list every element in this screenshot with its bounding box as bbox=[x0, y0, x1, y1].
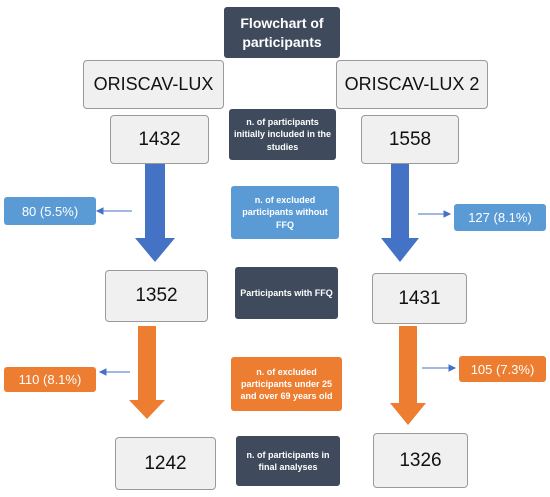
stage-label-final: n. of participants in final analyses bbox=[236, 436, 340, 486]
left-final-count-box: 1242 bbox=[115, 437, 216, 490]
left-ffq-count: 1352 bbox=[135, 285, 178, 306]
left-blue-down-arrow bbox=[135, 163, 175, 262]
left-initial-count: 1432 bbox=[138, 128, 181, 150]
right-initial-count-box: 1558 bbox=[361, 115, 459, 164]
right-final-count-box: 1326 bbox=[373, 433, 468, 488]
right-orange-side-arrow bbox=[422, 364, 457, 372]
exclusion-label-age-text: n. of excluded participants under 25 and… bbox=[240, 366, 333, 402]
left-study-header: ORISCAV-LUX bbox=[83, 60, 224, 109]
stage-label-ffq: Participants with FFQ bbox=[235, 267, 338, 319]
right-excluded-no-ffq: 127 (8.1%) bbox=[468, 210, 532, 225]
right-orange-down-arrow bbox=[390, 326, 426, 425]
right-initial-count: 1558 bbox=[388, 128, 432, 150]
right-ffq-count: 1431 bbox=[398, 287, 441, 309]
stage-label-ffq-text: Participants with FFQ bbox=[240, 287, 333, 298]
right-excluded-age: 105 (7.3%) bbox=[470, 361, 535, 377]
left-excluded-no-ffq-box: 80 (5.5%) bbox=[4, 197, 96, 225]
left-excluded-age-box: 110 (8.1%) bbox=[4, 367, 96, 392]
left-orange-down-arrow bbox=[129, 326, 165, 419]
right-final-count: 1326 bbox=[399, 449, 442, 471]
left-excluded-age: 110 (8.1%) bbox=[18, 372, 82, 387]
left-study-name: ORISCAV-LUX bbox=[93, 74, 214, 94]
left-blue-side-arrow bbox=[95, 207, 132, 215]
stage-label-initial-text: n. of participants initially included in… bbox=[233, 117, 331, 152]
right-blue-side-arrow bbox=[418, 210, 452, 218]
stage-label-final-text: n. of participants in final analyses bbox=[246, 449, 330, 472]
left-ffq-count-box: 1352 bbox=[105, 270, 208, 322]
right-study-header: ORISCAV-LUX 2 bbox=[336, 60, 488, 109]
title-text: Flowchart of participants bbox=[240, 14, 324, 50]
right-excluded-no-ffq-box: 127 (8.1%) bbox=[454, 204, 546, 231]
exclusion-label-age: n. of excluded participants under 25 and… bbox=[231, 357, 342, 411]
exclusion-label-no-ffq: n. of excluded participants without FFQ bbox=[231, 186, 339, 239]
left-initial-count-box: 1432 bbox=[110, 115, 209, 164]
right-study-name: ORISCAV-LUX 2 bbox=[344, 74, 480, 94]
flowchart-title: Flowchart of participants bbox=[224, 7, 340, 58]
right-excluded-age-box: 105 (7.3%) bbox=[459, 356, 546, 382]
left-final-count: 1242 bbox=[144, 452, 187, 474]
right-ffq-count-box: 1431 bbox=[372, 273, 467, 324]
left-orange-side-arrow bbox=[98, 368, 130, 376]
left-excluded-no-ffq: 80 (5.5%) bbox=[21, 203, 79, 219]
right-blue-down-arrow bbox=[381, 163, 419, 262]
stage-label-initial: n. of participants initially included in… bbox=[229, 109, 336, 160]
exclusion-label-no-ffq-text: n. of excluded participants without FFQ bbox=[242, 195, 328, 230]
